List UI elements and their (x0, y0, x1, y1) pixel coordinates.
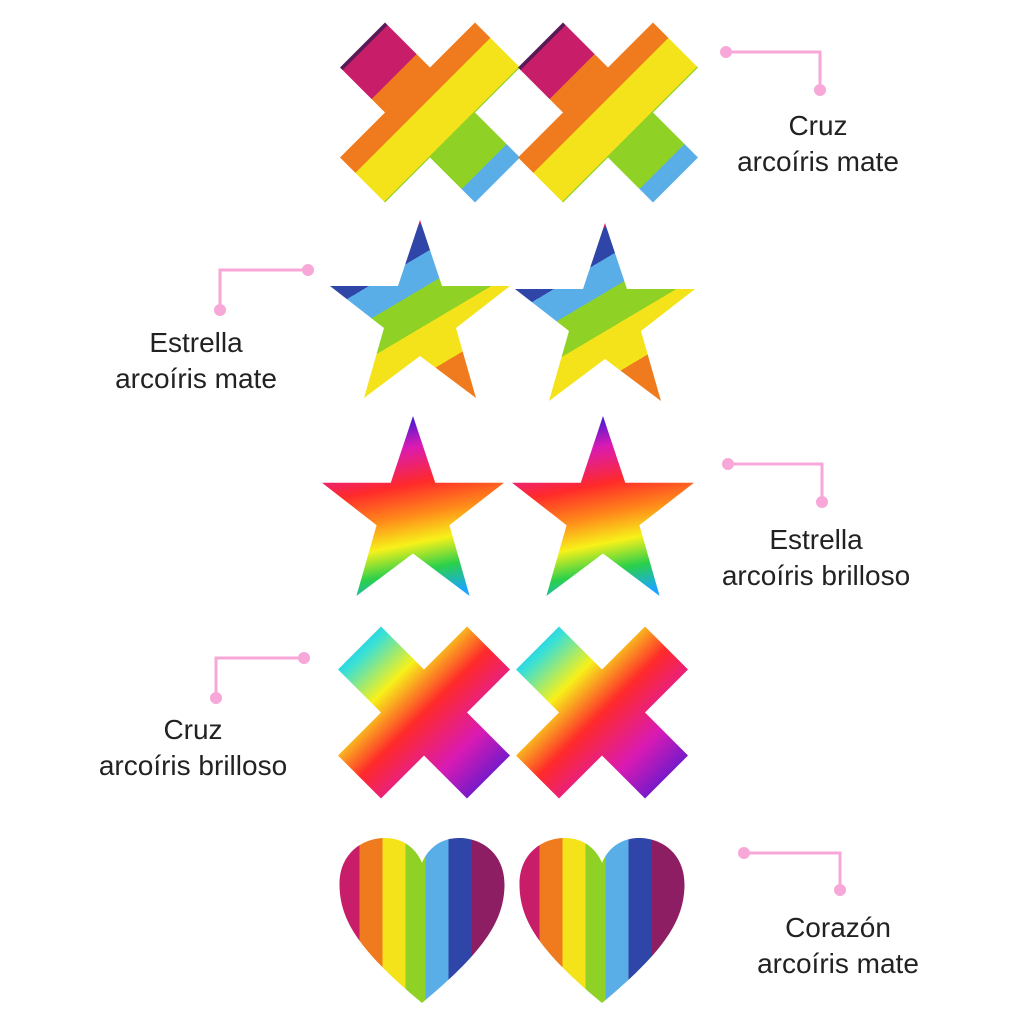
leader-dot (738, 847, 750, 859)
cross-icon (340, 22, 520, 203)
cross-icon (338, 626, 510, 799)
product-label: Estrella arcoíris brilloso (686, 522, 946, 594)
star-icon (330, 220, 510, 398)
product-label: Cruz arcoíris brilloso (63, 712, 323, 784)
label-line-1: Estrella (769, 524, 863, 555)
leader-dot (302, 264, 314, 276)
leader-dot (720, 46, 732, 58)
star-icon (322, 416, 504, 596)
leader-dot (298, 652, 310, 664)
leader-dot (834, 884, 846, 896)
label-line-2: arcoíris mate (737, 146, 899, 177)
label-line-2: arcoíris mate (115, 363, 277, 394)
product-label: Estrella arcoíris mate (66, 325, 326, 397)
label-line-1: Estrella (149, 327, 243, 358)
star-icon (512, 416, 694, 596)
leader-dot (814, 84, 826, 96)
star-icon (515, 223, 695, 401)
leader-dot (722, 458, 734, 470)
heart-icon (519, 838, 685, 1003)
label-line-2: arcoíris brilloso (721, 560, 911, 591)
label-line-2: arcoíris brilloso (98, 750, 288, 781)
leader-dot (816, 496, 828, 508)
label-line-1: Cruz (163, 714, 223, 745)
label-line-2: arcoíris mate (757, 948, 919, 979)
leader-dot (214, 304, 226, 316)
product-label: Corazón arcoíris mate (708, 910, 968, 982)
cross-icon (518, 22, 698, 203)
label-line-1: Cruz (788, 110, 848, 141)
label-line-1: Corazón (785, 912, 891, 943)
product-label: Cruz arcoíris mate (688, 108, 948, 180)
heart-icon (339, 838, 505, 1003)
cross-icon (516, 626, 688, 799)
leader-dot (210, 692, 222, 704)
